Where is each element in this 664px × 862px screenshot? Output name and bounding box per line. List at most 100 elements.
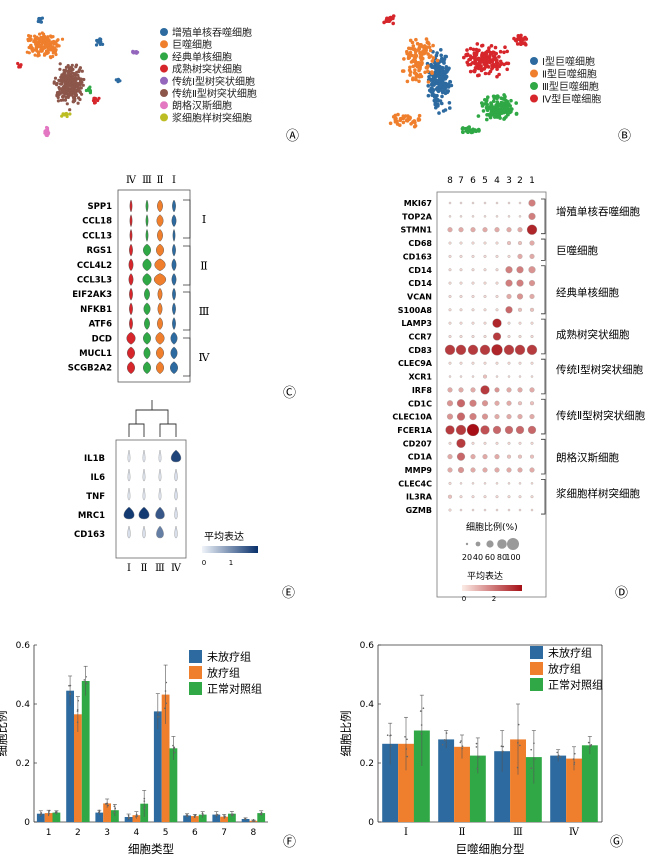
umap-point	[68, 84, 72, 88]
group-label: 巨噬细胞	[556, 244, 598, 257]
violin-shape	[171, 273, 177, 286]
dot	[448, 294, 452, 298]
gene-label: IL3RA	[406, 493, 433, 502]
umap-point	[68, 68, 72, 72]
dot	[480, 425, 490, 435]
dot	[483, 308, 487, 312]
replicate-point	[135, 814, 138, 816]
replicate-point	[135, 816, 137, 818]
panel-g-letter: Ⓖ	[610, 835, 623, 850]
dot	[480, 385, 490, 395]
bar	[161, 694, 170, 822]
umap-point	[471, 55, 476, 60]
umap-point	[474, 129, 478, 134]
dot	[483, 215, 487, 218]
umap-point	[427, 42, 431, 46]
dot	[482, 227, 488, 233]
violin-shape	[123, 506, 135, 520]
violin-shape	[157, 302, 163, 316]
umap-point	[464, 127, 469, 132]
replicate-point	[557, 754, 560, 757]
gene-label: CD1A	[408, 453, 433, 462]
gene-label: SCGB2A2	[68, 364, 112, 374]
group-bracket	[541, 238, 546, 261]
bar	[183, 815, 191, 822]
dot	[529, 253, 535, 259]
replicate-point	[48, 809, 51, 812]
violin-shape	[156, 346, 164, 360]
umap-point	[435, 73, 439, 78]
dot	[457, 466, 465, 474]
dot	[530, 495, 534, 499]
umap-point	[42, 46, 46, 50]
umap-point	[57, 90, 62, 94]
umap-point	[65, 113, 69, 117]
gene-label: GZMB	[406, 506, 432, 515]
replicate-point	[98, 809, 100, 812]
dot	[526, 344, 538, 355]
gene-label: STMN1	[401, 226, 433, 235]
replicate-point	[114, 807, 116, 809]
replicate-point	[459, 741, 462, 744]
dot	[495, 294, 499, 298]
x-tick-label: Ⅳ	[569, 827, 580, 838]
dot	[527, 425, 537, 435]
umap-point	[414, 37, 418, 42]
umap-point	[479, 68, 484, 73]
gene-label: FCER1A	[397, 426, 433, 435]
violin-shape	[174, 468, 178, 482]
umap-point	[517, 36, 521, 41]
dot	[507, 215, 511, 218]
umap-point	[480, 43, 485, 48]
dot	[505, 266, 513, 274]
violin-shape	[174, 487, 178, 501]
column-label: 4	[494, 176, 500, 186]
dot	[528, 212, 536, 220]
violin-shape	[157, 229, 163, 242]
violin-shape	[127, 468, 131, 482]
dot	[455, 424, 467, 436]
dot	[507, 201, 511, 205]
dot	[483, 201, 487, 205]
umap-point	[60, 80, 64, 85]
umap-point	[411, 77, 415, 82]
size-legend-dot	[497, 539, 507, 549]
umap-point	[495, 96, 499, 101]
umap-point	[79, 77, 84, 81]
dot	[470, 387, 476, 393]
dot	[494, 227, 500, 233]
umap-point	[494, 59, 499, 64]
gene-label: CD163	[403, 252, 432, 261]
legend-marker	[530, 57, 538, 65]
umap-point	[418, 43, 422, 48]
plot-frame	[115, 439, 187, 559]
bar	[228, 813, 236, 822]
umap-point	[32, 39, 37, 43]
dot	[471, 308, 475, 312]
replicate-point	[405, 748, 408, 750]
replicate-point	[158, 716, 160, 718]
umap-point	[407, 68, 412, 72]
dot	[528, 199, 536, 207]
bar	[581, 745, 598, 822]
replicate-point	[500, 745, 503, 747]
umap-point	[426, 80, 431, 84]
replicate-point	[173, 746, 176, 749]
umap-point	[71, 67, 75, 71]
umap-point	[503, 106, 508, 111]
dot	[447, 227, 453, 233]
umap-point	[444, 54, 449, 59]
violin-shape	[143, 332, 151, 345]
umap-point	[56, 38, 60, 42]
dot	[495, 375, 499, 378]
umap-point	[493, 113, 498, 118]
umap-point	[66, 64, 70, 68]
x-tick-label: 8	[251, 828, 257, 838]
gene-label: CCR7	[409, 333, 432, 342]
dot	[447, 467, 453, 473]
umap-point	[430, 81, 435, 85]
replicate-point	[201, 812, 204, 814]
dot	[459, 215, 463, 218]
